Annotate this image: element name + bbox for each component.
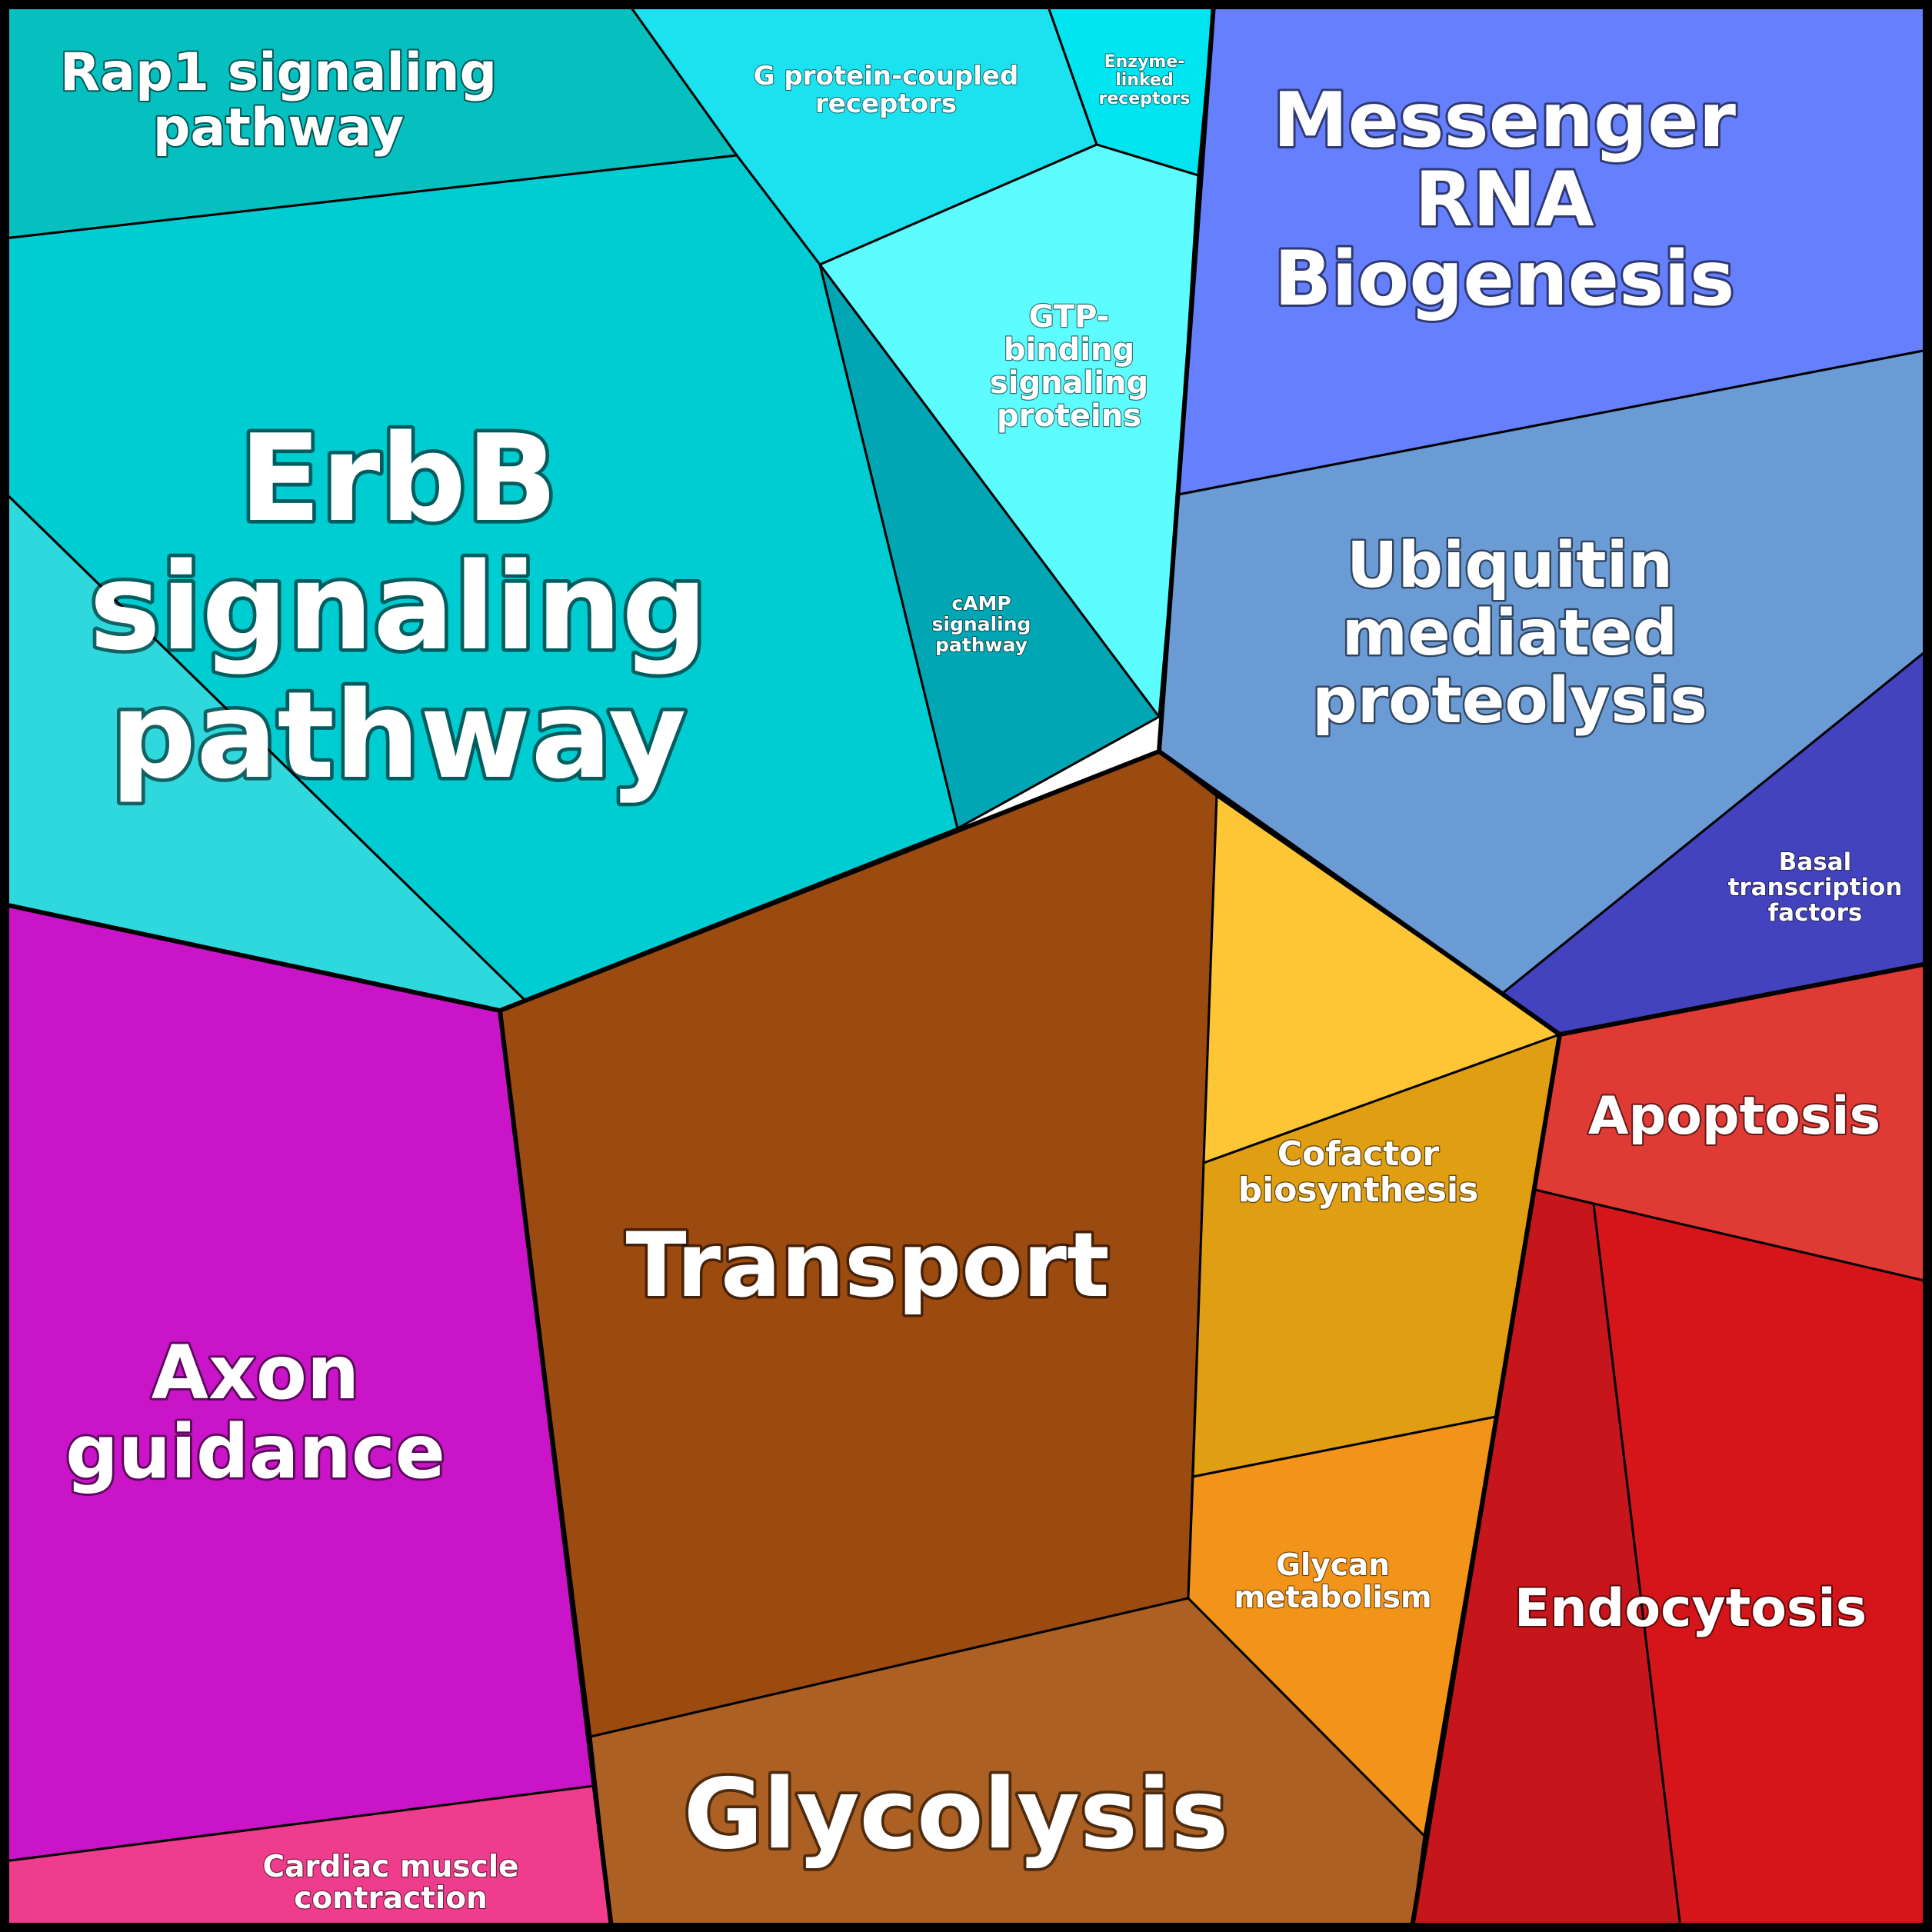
label-line: guidance [65,1409,445,1495]
group-boundary [1410,1034,1562,1928]
label-line: transcription [1728,874,1903,901]
label-line: Endocytosis [1514,1578,1867,1639]
group-boundary [1157,4,1216,752]
label-line: metabolism [1234,1581,1431,1615]
label-line: Glycolysis [684,1757,1229,1870]
label-line: proteins [997,398,1141,434]
label-line: pathway [153,98,404,158]
label-line: biosynthesis [1238,1171,1479,1210]
cell-seam [1188,795,1217,1599]
label-line: G protein-coupled [754,61,1019,92]
label-line: linked [1115,71,1173,90]
label-line: receptors [815,88,957,119]
label-line: Messenger [1273,77,1736,165]
label-line: Glycan [1276,1548,1390,1583]
label-line: RNA [1414,156,1594,244]
label-line: pathway [935,634,1028,656]
label-line: Axon [152,1330,360,1416]
label-line: receptors [1098,89,1190,108]
label-line: Transport [626,1214,1110,1317]
group-boundary [498,1010,614,1928]
label-apoptosis: Apoptosis [1588,1086,1880,1147]
label-line: signaling [990,365,1148,401]
border-layer [4,4,1928,1928]
label-line: cAMP [951,592,1011,615]
label-line: contraction [294,1881,488,1916]
cell-layer [3,3,1929,1929]
label-line: Cofactor [1277,1134,1440,1174]
label-line: Ubiquitin [1347,529,1673,602]
label-line: Rap1 signaling [60,42,497,103]
label-endocytosis: Endocytosis [1514,1578,1867,1639]
label-line: signaling [89,537,708,677]
label-line: Apoptosis [1588,1086,1880,1147]
label-line: signaling [932,613,1031,635]
label-line: pathway [111,665,687,805]
label-line: proteolysis [1312,665,1707,738]
label-line: Biogenesis [1274,235,1735,323]
label-line: Basal [1779,848,1852,876]
cell-camp [818,263,1161,830]
label-line: Enzyme- [1104,52,1185,72]
group-boundary [4,749,1928,1037]
label-line: mediated [1342,597,1678,670]
label-line: binding [1004,332,1134,368]
label-line: ErbB [239,408,558,548]
label-line: factors [1768,899,1863,927]
label-line: GTP- [1029,299,1110,335]
label-line: Cardiac muscle [262,1850,518,1884]
label-glycolysis: Glycolysis [684,1757,1229,1870]
label-transport: Transport [626,1214,1110,1317]
